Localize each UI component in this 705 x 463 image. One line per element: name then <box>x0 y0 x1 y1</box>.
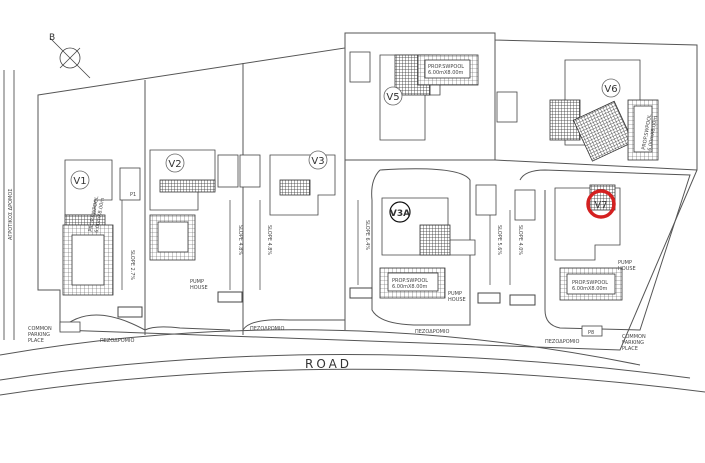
villa-label-v2: V2 <box>168 159 181 170</box>
villa-label-v3: V3 <box>311 156 324 167</box>
slope-label-2: SLOPE 4.8% <box>237 225 243 255</box>
slope-label-5: SLOPE 5.6% <box>496 225 502 255</box>
villa-label-v7: V7 <box>594 200 607 211</box>
sidewalk-label-1: ΠΕΖΟΔΡΟΜΙΟ <box>100 338 134 344</box>
villa-label-v3a: V3A <box>390 209 410 219</box>
villa-label-v6: V6 <box>604 84 617 95</box>
villa-label-v5: V5 <box>386 92 399 103</box>
slope-arrows <box>121 200 511 290</box>
road-label: ROAD <box>305 357 352 371</box>
sidewalk-label-2: ΠΕΖΟΔΡΟΜΙΟ <box>250 326 284 332</box>
vertical-road-label: ΑΓΡΟΤΙΚΟΣ ΔΡΟΜΟΣ <box>8 189 14 240</box>
driveway-gates <box>117 287 536 318</box>
road <box>0 329 705 396</box>
vertical-road <box>3 70 15 340</box>
slope-label-1: SLOPE 2.7% <box>129 250 135 280</box>
slope-label-4: SLOPE 6.4% <box>364 220 370 250</box>
common-parking-left-box <box>59 321 81 333</box>
compass-icon <box>49 37 91 79</box>
swimming-pools <box>62 54 659 301</box>
parking-boxes <box>119 51 536 221</box>
slope-label-6: SLOPE 4.0% <box>517 225 523 255</box>
sidewalk-label-4: ΠΕΖΟΔΡΟΜΙΟ <box>545 339 579 345</box>
sidewalk-label-3: ΠΕΖΟΔΡΟΜΙΟ <box>415 329 449 335</box>
v7-highlight-ring <box>586 189 616 219</box>
slope-label-3: SLOPE 4.8% <box>266 225 272 255</box>
site-boundary <box>37 32 698 351</box>
parking-space-p8: P8 <box>588 330 594 336</box>
parking-p8-box <box>581 325 603 337</box>
plot-lines <box>59 40 698 335</box>
compass-letter: B <box>49 33 55 43</box>
villa-label-v1: V1 <box>73 176 86 187</box>
parking-space-p1: P1 <box>130 192 136 198</box>
